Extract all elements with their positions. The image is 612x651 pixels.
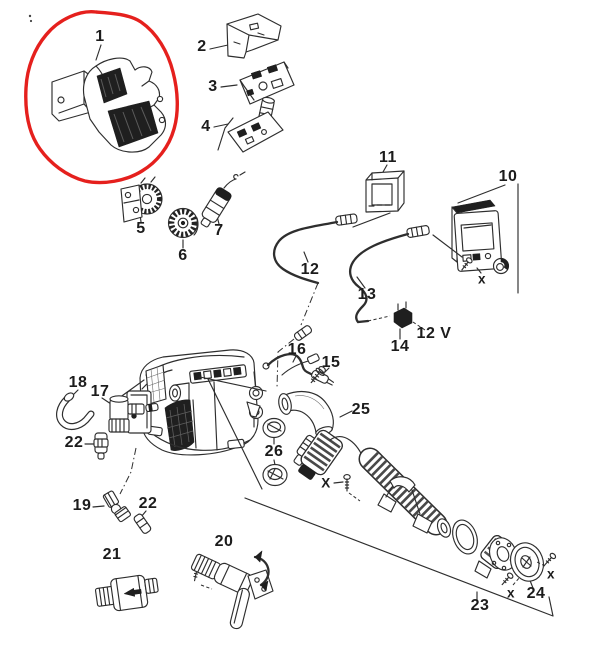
part-13-cable-drawing xyxy=(349,225,430,324)
part-14-connector-drawing xyxy=(393,301,426,340)
part-7-pump-drawing xyxy=(200,171,246,228)
part-5-motor-drawing xyxy=(120,176,163,223)
part-3-pcb-drawing xyxy=(220,61,295,105)
paper-speck xyxy=(28,14,33,23)
part-1-cover-drawing xyxy=(51,44,167,153)
part-4-board-drawing xyxy=(213,96,284,153)
part-12-cable-drawing xyxy=(272,213,358,389)
part-17-tee-fitting-drawing xyxy=(101,395,159,433)
part-25-elbow-drawing xyxy=(278,390,353,436)
part-6-blower-wheel-drawing xyxy=(167,207,199,249)
part-19-elbow-fitting-drawing xyxy=(92,447,137,523)
part-18-hose-drawing xyxy=(56,389,95,431)
part-22b-filter-drawing xyxy=(133,510,152,534)
part-21-check-valve-drawing xyxy=(94,574,159,612)
harness-junction-lines xyxy=(352,212,463,258)
part-22a-filter-drawing xyxy=(84,432,109,460)
part-10-control-panel-drawing xyxy=(451,183,519,294)
part-23-exhaust-assembly-drawing xyxy=(244,429,554,617)
part-16-sensor-drawing xyxy=(262,353,335,386)
x-screw-mid-drawing xyxy=(333,474,361,502)
part-20-standpipe-drawing xyxy=(190,550,274,630)
part-2-lid-drawing xyxy=(209,13,282,59)
part-15-screw-drawing xyxy=(310,365,330,384)
part-24-end-cap-drawing xyxy=(501,542,557,589)
annotation-circle xyxy=(24,10,179,185)
heater-body-drawing xyxy=(118,349,320,490)
part-11-frame-drawing xyxy=(365,164,405,213)
